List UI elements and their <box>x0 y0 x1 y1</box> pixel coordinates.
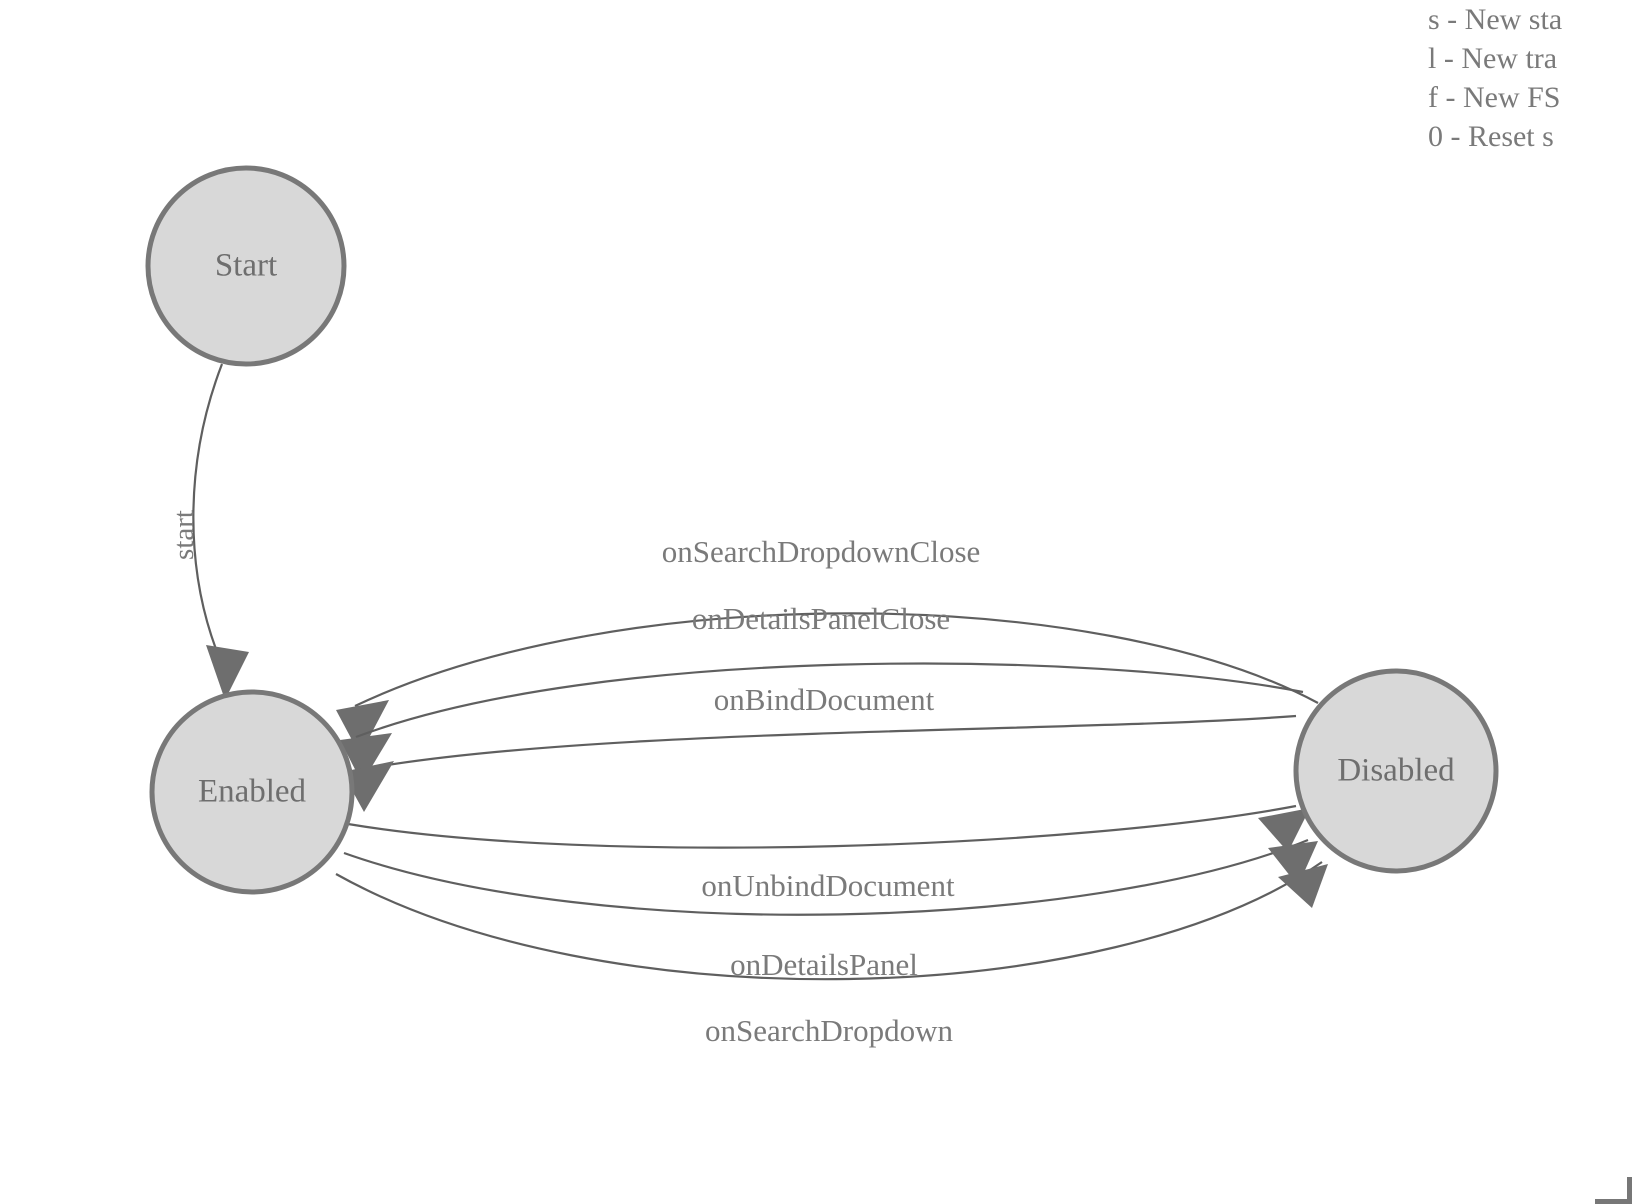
keyboard-shortcuts-legend: s - New sta l - New tra f - New FS 0 - R… <box>1428 0 1632 156</box>
node-enabled-label: Enabled <box>198 774 307 810</box>
edge-path-unbind-document <box>347 804 1297 849</box>
edge-enabled-to-disabled-details-panel[interactable] <box>343 838 1318 916</box>
edge-label-on-search-dropdown: onSearchDropdown <box>705 1013 953 1048</box>
edge-path-start-enabled <box>192 363 224 663</box>
edge-disabled-to-enabled-details-close[interactable] <box>340 662 1304 783</box>
node-start[interactable]: Start <box>145 165 347 367</box>
node-enabled[interactable]: Enabled <box>149 689 355 895</box>
node-enabled-circle[interactable] <box>149 689 355 895</box>
arrowhead-start-enabled <box>206 645 249 700</box>
arrowhead-search-dropdown-close <box>336 700 389 755</box>
arrowhead-details-panel <box>1268 841 1318 886</box>
shortcut-new-state: s - New sta <box>1428 3 1563 36</box>
edge-label-on-bind-document: onBindDocument <box>714 682 935 717</box>
edge-label-on-details-panel: onDetailsPanel <box>730 947 918 982</box>
shortcut-new-fsm: f - New FS <box>1428 81 1561 114</box>
shortcut-reset: 0 - Reset s <box>1428 120 1554 153</box>
edge-disabled-to-enabled-bind-document[interactable] <box>342 714 1297 812</box>
edge-path-details-panel-close <box>355 662 1304 739</box>
arrowhead-details-panel-close <box>340 733 392 783</box>
edge-path-search-dropdown <box>335 861 1323 981</box>
edge-disabled-to-enabled-search-close[interactable] <box>336 612 1319 755</box>
arrowhead-search-dropdown <box>1278 864 1328 908</box>
node-start-label: Start <box>215 248 277 284</box>
edge-path-bind-document <box>357 714 1297 772</box>
shortcut-new-transition: l - New tra <box>1428 42 1558 75</box>
edge-label-on-unbind-document: onUnbindDocument <box>701 868 955 903</box>
edge-label-on-search-dropdown-close: onSearchDropdownClose <box>662 534 981 569</box>
edge-start-to-enabled[interactable] <box>192 363 249 700</box>
edge-label-start: start <box>168 510 200 560</box>
resize-handle-icon[interactable] <box>1595 1177 1632 1204</box>
edge-enabled-to-disabled-unbind-document[interactable] <box>347 804 1310 852</box>
node-disabled-circle[interactable] <box>1293 668 1499 874</box>
node-start-circle[interactable] <box>145 165 347 367</box>
edge-path-details-panel <box>343 838 1309 916</box>
node-disabled[interactable]: Disabled <box>1293 668 1499 874</box>
edge-enabled-to-disabled-search-dropdown[interactable] <box>335 861 1328 981</box>
arrowhead-unbind-document <box>1258 808 1310 852</box>
edge-label-on-details-panel-close: onDetailsPanelClose <box>692 601 950 636</box>
edge-path-search-dropdown-close <box>354 612 1319 707</box>
node-disabled-label: Disabled <box>1337 753 1455 789</box>
arrowhead-bind-document <box>342 761 394 812</box>
